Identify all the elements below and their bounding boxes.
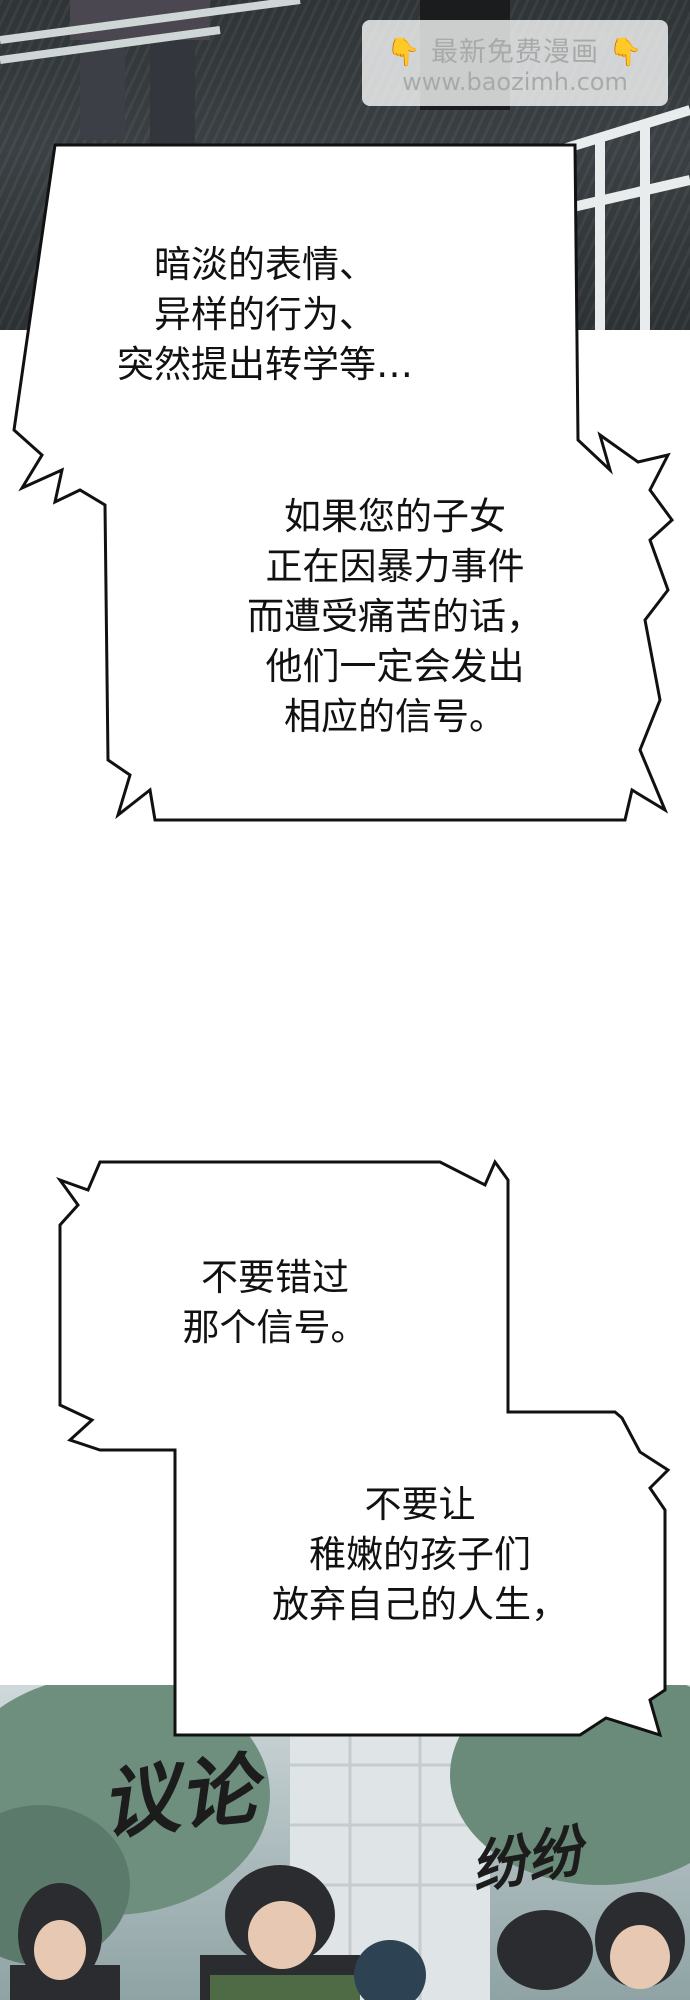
sfx-discussion: 议论 xyxy=(96,1744,262,1851)
narration-text-4: 不要让 稚嫩的孩子们 放弃自己的人生， xyxy=(272,1483,568,1626)
narration-text-2: 如果您的子女 正在因暴力事件 而遭受痛苦的话， 他们一定会发出 相应的信号。 xyxy=(247,495,543,738)
comic-panel-bottom: 议论 纷纷 xyxy=(0,1685,690,2000)
narration-box-lower xyxy=(55,1158,671,1738)
scene-bottom-art xyxy=(0,1685,690,2000)
watermark-title: 👇 最新免费漫画 👇 xyxy=(386,37,644,68)
narration-text-3: 不要错过 那个信号。 xyxy=(182,1256,368,1349)
watermark-url: www.baozimh.com xyxy=(402,68,628,96)
watermark-banner: 👇 最新免费漫画 👇 www.baozimh.com xyxy=(362,20,668,106)
narration-text-1: 暗淡的表情、 异样的行为、 突然提出转学等… xyxy=(117,243,413,386)
pointing-down-hand-icon: 👇 xyxy=(386,37,422,68)
pointing-down-hand-icon: 👇 xyxy=(608,37,644,68)
